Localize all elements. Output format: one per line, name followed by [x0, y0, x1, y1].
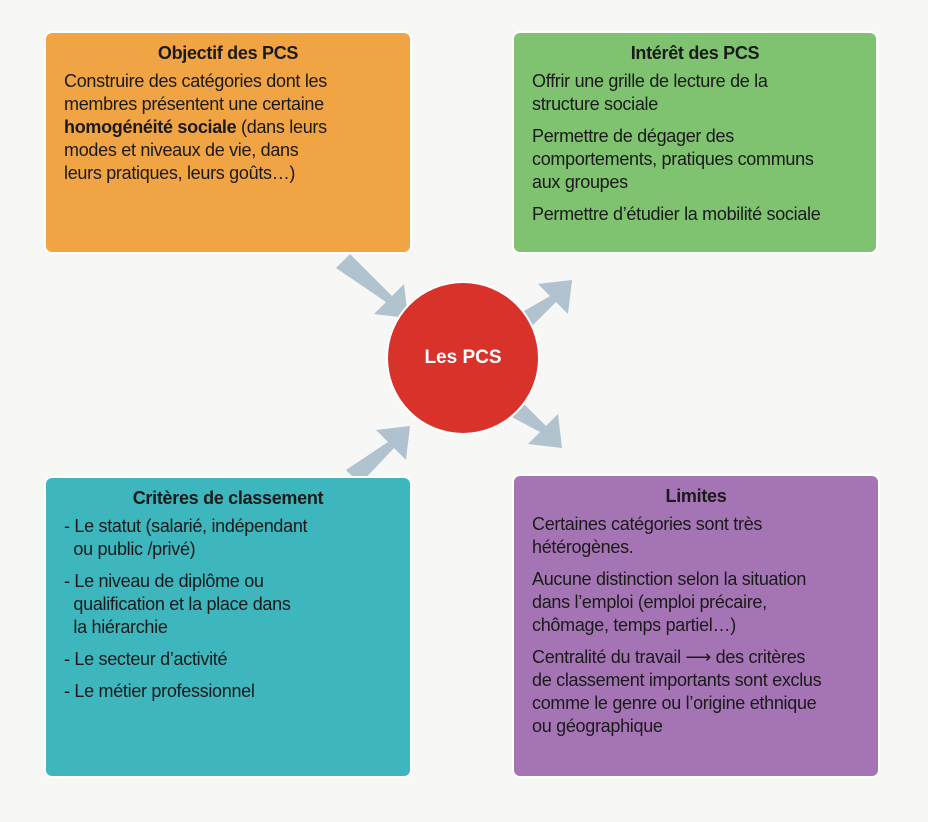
text-line: Permettre d’étudier la mobilité sociale [532, 204, 821, 224]
text-line: Permettre de dégager des [532, 126, 734, 146]
interet-title: Intérêt des PCS [630, 43, 760, 63]
text-line: hétérogènes. [532, 537, 634, 557]
paragraph: - Le secteur d’activité [64, 648, 410, 671]
center-label: Les PCS [424, 347, 502, 368]
paragraph: Offrir une grille de lecture de la struct… [532, 70, 876, 116]
text-line: Aucune distinction selon la situation [532, 569, 807, 589]
text-line: qualification et la place dans [64, 594, 291, 614]
text-line: structure sociale [532, 94, 658, 114]
text-line: - Le métier professionnel [64, 681, 255, 701]
paragraph: Permettre d’étudier la mobilité sociale [532, 203, 876, 226]
text-line: comme le genre ou l’origine ethnique [532, 693, 817, 713]
paragraph: Aucune distinction selon la situation dan… [532, 568, 878, 637]
interet-box: Intérêt des PCS Offrir une grille de lec… [514, 33, 876, 252]
text-line: la hiérarchie [64, 617, 168, 637]
text-line: ou géographique [532, 716, 663, 736]
text-line: chômage, temps partiel…) [532, 615, 736, 635]
objectif-after-bold: (dans leurs [236, 117, 327, 137]
paragraph: Certaines catégories sont très hétérogène… [532, 513, 878, 559]
text-line: ou public /privé) [64, 539, 196, 559]
paragraph: Permettre de dégager des comportements, p… [532, 125, 876, 194]
text-line: Offrir une grille de lecture de la [532, 71, 768, 91]
paragraph: Centralité du travail ⟶ des critères de c… [532, 646, 878, 738]
paragraph: - Le niveau de diplôme ou qualification … [64, 570, 410, 639]
paragraph: - Le statut (salarié, indépendant ou pub… [64, 515, 410, 561]
objectif-line: leurs pratiques, leurs goûts…) [64, 163, 296, 183]
text-line: Certaines catégories sont très [532, 514, 763, 534]
text-line: - Le niveau de diplôme ou [64, 571, 264, 591]
text-line: comportements, pratiques communs [532, 149, 814, 169]
text-line: dans l’emploi (emploi précaire, [532, 592, 767, 612]
arrow-criteres-to-center-icon [346, 426, 410, 484]
objectif-line: membres présentent une certaine [64, 94, 324, 114]
arrow-center-to-limites-icon [506, 400, 562, 448]
criteres-title: Critères de classement [132, 488, 324, 508]
text-line: de classement importants sont exclus [532, 670, 822, 690]
arrow-objectif-to-center-icon [336, 254, 408, 318]
objectif-bold: homogénéité sociale [64, 117, 237, 137]
center-circle: Les PCS [388, 283, 538, 433]
paragraph: - Le métier professionnel [64, 680, 410, 703]
text-line: - Le statut (salarié, indépendant [64, 516, 308, 536]
limites-box: Limites Certaines catégories sont très hé… [514, 476, 878, 776]
objectif-title: Objectif des PCS [157, 43, 299, 63]
criteres-box: Critères de classement - Le statut (sala… [46, 478, 410, 776]
text-line: aux groupes [532, 172, 628, 192]
text-line: Centralité du travail ⟶ des critères [532, 647, 806, 667]
limites-title: Limites [665, 486, 727, 506]
objectif-line: Construire des catégories dont les [64, 71, 327, 91]
objectif-line: modes et niveaux de vie, dans [64, 140, 299, 160]
objectif-box: Objectif des PCS Construire des catégori… [46, 33, 410, 252]
text-line: - Le secteur d’activité [64, 649, 228, 669]
